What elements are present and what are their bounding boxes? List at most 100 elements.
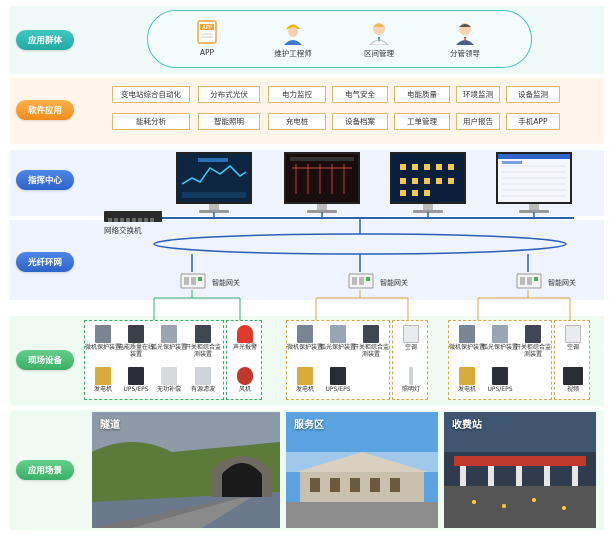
smart-gateway-label: 智能网关 (212, 279, 240, 287)
device-microcomputer-protection: 微机保护装置 (85, 325, 121, 351)
device-arc-protection: 弧光保护装置 (482, 325, 518, 351)
scene-label-tunnel: 隧道 (100, 420, 120, 431)
arc-protection-icon (330, 325, 346, 343)
leader-avatar-icon (453, 19, 477, 45)
device-lighting: 照明灯 (393, 367, 429, 393)
software-module: 手机APP (506, 113, 560, 130)
generator-icon (297, 367, 313, 385)
software-module: 充电桩 (268, 113, 326, 130)
scene-label-service-area: 服务区 (294, 420, 324, 431)
scene-service-area: 服务区 (286, 412, 438, 528)
engineer-avatar-icon (281, 19, 305, 45)
device-air-conditioner: 空调 (393, 325, 429, 351)
user-engineer-label: 维护工程师 (274, 49, 312, 58)
device-generator: 发电机 (287, 367, 323, 393)
manager-avatar-icon (367, 19, 391, 46)
ups-icon (128, 367, 144, 385)
device-microcomputer-protection: 微机保护装置 (449, 325, 485, 351)
user-engineer: 维护工程师 (258, 19, 328, 59)
smart-gateway-icon (180, 272, 206, 290)
cabinet-icon (195, 367, 211, 385)
field-device-group-2b: 空调 照明灯 (392, 320, 428, 400)
video-monitor-icon (563, 367, 583, 385)
software-module: 设备监测 (506, 86, 560, 103)
software-module: 智能照明 (198, 113, 260, 130)
street-light-icon (409, 367, 413, 385)
smart-gateway-icon (348, 272, 374, 290)
device-video: 视频 (555, 367, 591, 393)
monitor-dashboard-3 (390, 152, 466, 213)
field-device-group-1b: 声光报警 风机 (226, 320, 262, 400)
air-conditioner-icon (565, 325, 581, 343)
network-switch-label: 网络交换机 (104, 226, 142, 235)
software-module: 电气安全 (332, 86, 388, 103)
app-icon: APP (195, 19, 219, 45)
device-ups: UPS/EPS (118, 367, 154, 393)
monitor-dashboard-1 (176, 152, 252, 213)
monitor-dashboard-4 (496, 152, 572, 213)
arc-protection-icon (492, 325, 508, 343)
device-microcomputer-protection: 微机保护装置 (287, 325, 323, 351)
device-generator: 发电机 (449, 367, 485, 393)
user-manager-label: 区间管理 (364, 49, 394, 58)
monitor-screen (176, 152, 252, 204)
device-fan: 风机 (227, 367, 263, 393)
toll-station-scene-image (444, 412, 596, 528)
monitor-screen (390, 152, 466, 204)
device-power-quality: 电能质量在线装置 (118, 325, 154, 358)
software-module: 环境监测 (456, 86, 500, 103)
service-area-scene-image (286, 412, 438, 528)
fan-icon (237, 367, 253, 385)
protection-device-icon (459, 325, 475, 343)
device-active-filter: 有源滤波 (185, 367, 221, 393)
ups-icon (492, 367, 508, 385)
software-module: 能耗分析 (112, 113, 190, 130)
user-leader-label: 分管领导 (450, 49, 480, 58)
row-label-field: 现场设备 (16, 350, 74, 370)
user-app-label: APP (199, 48, 215, 57)
user-app: APP APP (172, 19, 242, 57)
field-device-group-1: 微机保护装置 电能质量在线装置 弧光保护装置 开关柜综合监测装置 发电机 UPS… (84, 320, 224, 400)
protection-device-icon (95, 325, 111, 343)
software-module: 电力监控 (268, 86, 326, 103)
row-label-scenes: 应用场景 (16, 460, 74, 480)
device-alarm: 声光报警 (227, 325, 263, 351)
software-module: 用户报告 (456, 113, 500, 130)
software-module: 工单管理 (394, 113, 450, 130)
device-arc-protection: 弧光保护装置 (320, 325, 356, 351)
field-device-group-3b: 空调 视频 (554, 320, 590, 400)
row-label-fiber: 光纤环网 (16, 252, 74, 272)
device-air-conditioner: 空调 (555, 325, 591, 351)
network-switch-icon (104, 211, 162, 222)
scene-label-toll-station: 收费站 (452, 420, 482, 431)
scene-tunnel: 隧道 (92, 412, 280, 528)
generator-icon (459, 367, 475, 385)
alarm-icon (237, 325, 253, 343)
software-module: 电能质量 (394, 86, 450, 103)
protection-device-icon (297, 325, 313, 343)
software-module: 分布式光伏 (198, 86, 260, 103)
row-label-software: 软件应用 (16, 100, 74, 120)
user-group-container: APP APP 维护工程师 区间管理 分管领导 (147, 10, 532, 68)
monitor-dashboard-2 (284, 152, 360, 213)
cabinet-icon (161, 367, 177, 385)
row-label-users: 应用群体 (16, 30, 74, 50)
device-reactive-compensation: 无功补偿 (151, 367, 187, 393)
switchgear-monitor-icon (195, 325, 211, 343)
row-bg-fiber (10, 220, 604, 300)
generator-icon (95, 367, 111, 385)
device-arc-protection: 弧光保护装置 (151, 325, 187, 351)
monitor-screen (496, 152, 572, 204)
device-generator: 发电机 (85, 367, 121, 393)
device-switchgear-monitor: 开关柜综合监测装置 (515, 325, 551, 358)
smart-gateway-label: 智能网关 (548, 279, 576, 287)
device-switchgear-monitor: 开关柜综合监测装置 (353, 325, 389, 358)
switchgear-monitor-icon (363, 325, 379, 343)
arc-protection-icon (161, 325, 177, 343)
device-switchgear-monitor: 开关柜综合监测装置 (185, 325, 221, 358)
tunnel-scene-image (92, 412, 280, 528)
device-ups: UPS/EPS (482, 367, 518, 393)
row-label-command: 指挥中心 (16, 170, 74, 190)
user-manager: 区间管理 (344, 19, 414, 59)
